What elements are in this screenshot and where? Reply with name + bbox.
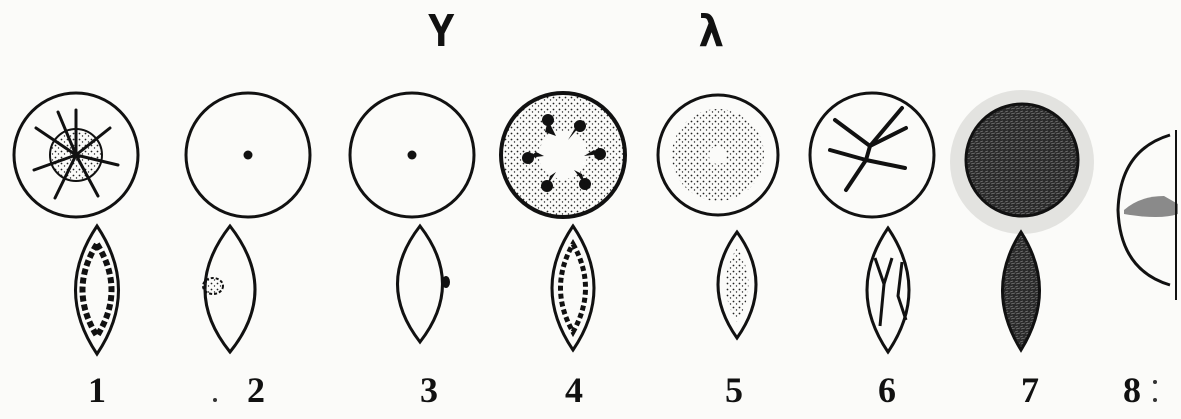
figure-5-punctate bbox=[658, 95, 778, 338]
anterior-polar-dot-icon bbox=[244, 151, 253, 160]
figure-number-6: 6 bbox=[867, 372, 907, 408]
total-cataract-icon bbox=[966, 104, 1078, 216]
zonular-cataract-icon bbox=[1124, 196, 1178, 217]
figure-number-7: 7 bbox=[1010, 372, 1050, 408]
figure-1-star-cataract bbox=[14, 93, 138, 354]
figure-number-4: 4 bbox=[554, 372, 594, 408]
figure-6-sutural bbox=[810, 93, 934, 352]
sutural-cataract-icon bbox=[830, 108, 906, 190]
figure-7-total bbox=[950, 90, 1094, 350]
figure-2-anterior-polar bbox=[186, 93, 310, 352]
stray-mark bbox=[1153, 398, 1157, 402]
figure-3-posterior-polar bbox=[350, 93, 474, 342]
figure-number-8: 8 bbox=[1112, 372, 1152, 408]
star-cataract-icon bbox=[34, 110, 118, 198]
figure-number-3: 3 bbox=[409, 372, 449, 408]
figure-number-5: 5 bbox=[714, 372, 754, 408]
figure-4-rosette bbox=[501, 93, 625, 350]
figure-number-2: 2 bbox=[236, 372, 276, 408]
figure-8-zonular bbox=[1118, 130, 1178, 300]
posterior-polar-dot-icon bbox=[408, 151, 417, 160]
stray-mark bbox=[213, 398, 217, 402]
stray-mark bbox=[1153, 380, 1157, 384]
figure-number-1: 1 bbox=[77, 372, 117, 408]
